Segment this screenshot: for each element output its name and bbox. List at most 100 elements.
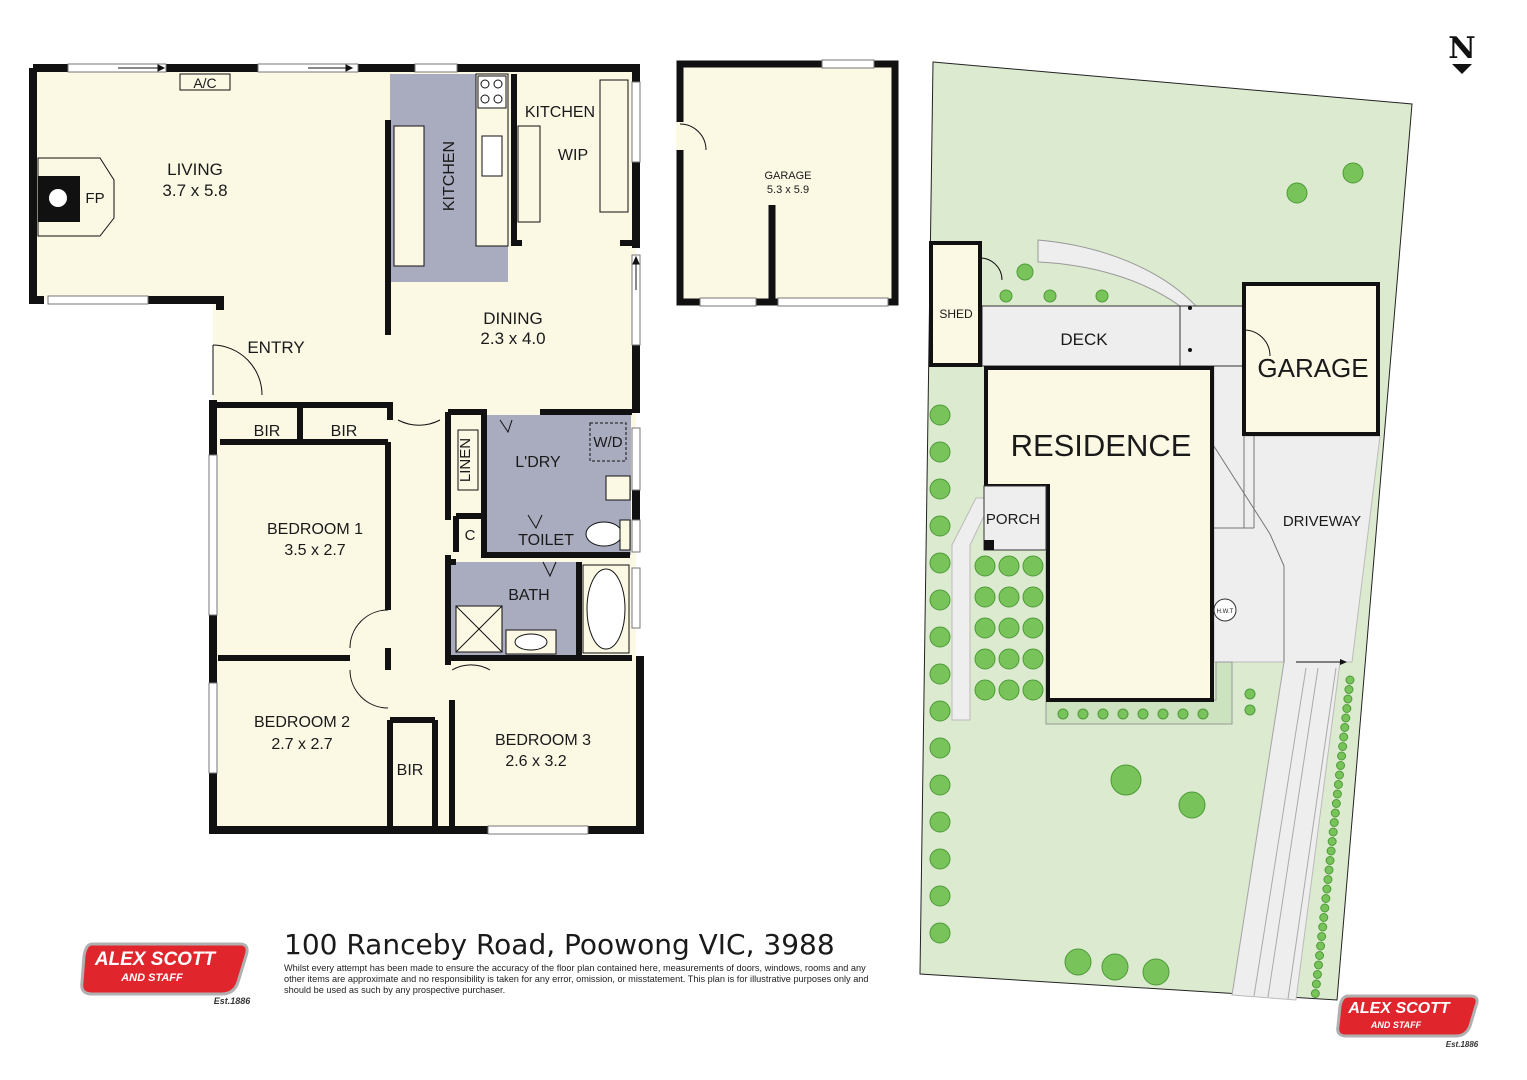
tree-icon	[1312, 970, 1322, 979]
logo2-line1: ALEX SCOTT	[1347, 1000, 1451, 1017]
living-size: 3.7 x 5.8	[162, 181, 227, 200]
site-shed	[929, 241, 982, 367]
tree-icon	[1022, 586, 1044, 608]
wd-label: W/D	[593, 434, 622, 451]
linen-label: LINEN	[457, 438, 474, 482]
tree-icon	[1022, 617, 1044, 639]
bedroom1-label: BEDROOM 1	[267, 521, 363, 538]
cupboard-label: C	[465, 527, 476, 544]
tree-icon	[1325, 856, 1335, 865]
living-label: LIVING	[167, 160, 223, 179]
tree-icon	[974, 617, 996, 639]
hwt-unit	[1213, 598, 1237, 622]
tree-icon	[1342, 704, 1352, 713]
tree-icon	[929, 700, 951, 722]
laundry-label: L'DRY	[515, 454, 561, 471]
site-deck	[981, 305, 1245, 367]
tree-icon	[1324, 865, 1334, 875]
tree-icon	[1286, 182, 1308, 204]
logo2-line2: AND STAFF	[1370, 1020, 1422, 1030]
bedroom3-label: BEDROOM 3	[495, 732, 591, 749]
tree-icon	[1323, 875, 1333, 884]
logo2-est: Est.1886	[1446, 1040, 1479, 1049]
tree-icon	[1057, 708, 1069, 720]
wip-label: WIP	[558, 147, 588, 164]
tree-icon	[1321, 894, 1331, 903]
north-label: N	[1448, 31, 1475, 66]
property-address: 100 Ranceby Road, Poowong VIC, 3988	[284, 928, 835, 961]
tree-icon	[1344, 685, 1354, 694]
site-porch	[983, 485, 1047, 551]
north-arrow-icon	[1452, 64, 1472, 74]
tree-icon	[1330, 808, 1340, 818]
tree-icon	[1142, 958, 1170, 986]
kitchen-fittings	[393, 73, 629, 267]
tree-icon	[1315, 951, 1325, 960]
tree-icon	[929, 589, 951, 611]
kitchen-vertical-label: KITCHEN	[441, 141, 458, 211]
tree-icon	[1317, 932, 1327, 941]
tree-icon	[1244, 688, 1256, 700]
tree-icon	[1333, 780, 1343, 789]
site-porch-label: PORCH	[986, 511, 1040, 528]
dining-size: 2.3 x 4.0	[480, 329, 545, 348]
tree-icon	[1337, 751, 1347, 761]
tree-icon	[1338, 742, 1348, 751]
agency-logo: ALEX SCOTT AND STAFF Est.1886	[80, 942, 251, 1006]
kitchen-label: KITCHEN	[525, 104, 595, 121]
tree-icon	[1178, 791, 1206, 819]
tree-icon	[1197, 708, 1209, 720]
hwt-label: H.W.T	[1217, 609, 1234, 615]
tree-icon	[1157, 708, 1169, 720]
tree-icon	[929, 515, 951, 537]
tree-icon	[929, 626, 951, 648]
site-deck-label: DECK	[1060, 330, 1108, 349]
site-garage-label: GARAGE	[1257, 353, 1368, 383]
tree-icon	[929, 404, 951, 426]
site-garage	[1242, 282, 1380, 436]
house-doors	[212, 344, 557, 709]
sliding-arrows	[118, 64, 640, 290]
room-labels: LIVING 3.7 x 5.8 KITCHEN KITCHEN WIP DIN…	[162, 104, 622, 779]
bir1-label: BIR	[254, 423, 281, 440]
north-compass: N	[1448, 31, 1476, 74]
tree-icon	[1339, 732, 1349, 742]
tree-icon	[929, 848, 951, 870]
tree-icon	[1095, 289, 1109, 303]
garage-label: GARAGE	[764, 170, 811, 182]
tree-icon	[929, 737, 951, 759]
tree-icon	[1329, 818, 1339, 827]
tree-icon	[1318, 922, 1328, 932]
tree-icon	[998, 648, 1020, 670]
site-trees	[929, 162, 1364, 998]
tree-icon	[1117, 708, 1129, 720]
tree-icon	[1335, 770, 1344, 780]
bedroom2-label: BEDROOM 2	[254, 714, 350, 731]
logo-line1: ALEX SCOTT	[94, 949, 217, 970]
tree-icon	[974, 555, 996, 577]
toilet-label: TOILET	[518, 532, 574, 549]
agency-logo-2: ALEX SCOTT AND STAFF Est.1886	[1336, 994, 1479, 1049]
house-floor	[33, 68, 636, 826]
dining-label: DINING	[483, 309, 543, 328]
wet-fittings	[455, 422, 631, 655]
disclaimer-text: Whilst every attempt has been made to en…	[284, 963, 869, 995]
tree-icon	[929, 478, 951, 500]
tree-icon	[1319, 913, 1329, 922]
bath-label: BATH	[508, 587, 549, 604]
tree-icon	[1342, 162, 1364, 184]
plan-footer: 100 Ranceby Road, Poowong VIC, 3988 Whil…	[284, 928, 924, 996]
tree-icon	[998, 679, 1020, 701]
tree-icon	[974, 648, 996, 670]
tree-icon	[999, 289, 1013, 303]
tree-icon	[1043, 289, 1057, 303]
tree-icon	[1314, 960, 1323, 970]
fireplace-label: FP	[85, 190, 104, 207]
aircon-unit	[179, 73, 231, 91]
tree-icon	[1332, 789, 1342, 799]
tree-icon	[1110, 764, 1142, 796]
tree-icon	[929, 811, 951, 833]
tree-icon	[929, 774, 951, 796]
tree-icon	[1326, 846, 1336, 856]
